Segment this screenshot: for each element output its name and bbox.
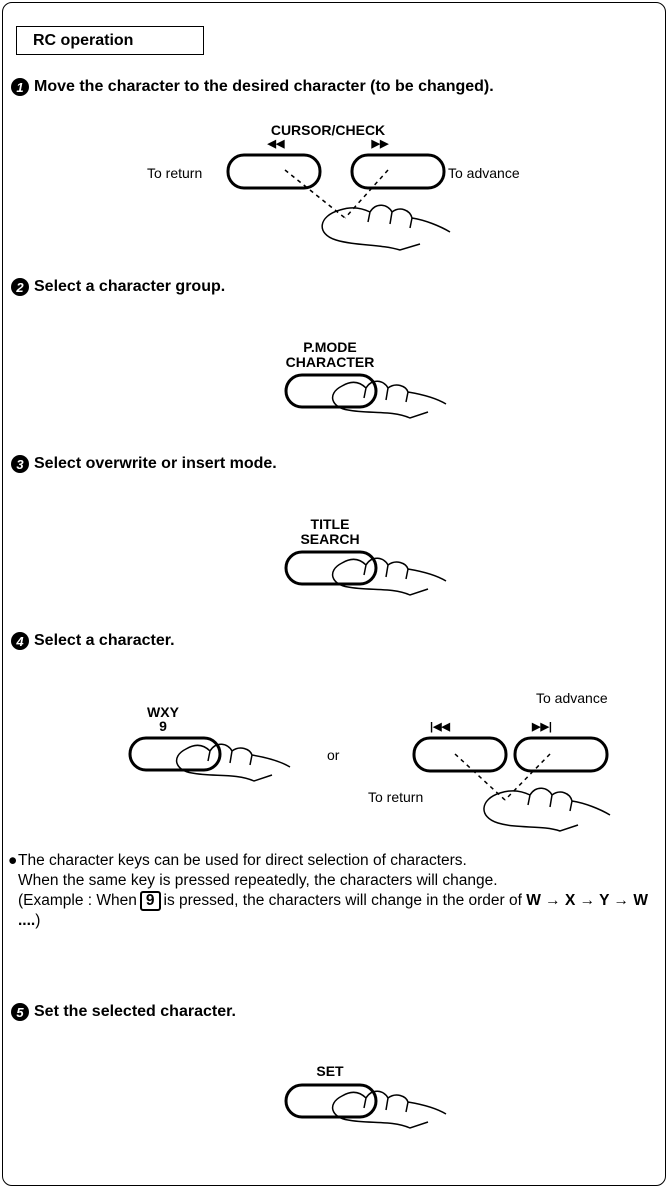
step-4: 4 Select a character. — [11, 632, 175, 650]
note-line-2: When the same key is pressed repeatedly,… — [18, 872, 498, 889]
hand-icon — [321, 204, 451, 251]
set-button[interactable] — [284, 1083, 378, 1119]
prev-symbol: |◀◀ — [430, 721, 450, 733]
to-return-label: To return — [368, 789, 424, 805]
key-9-icon: 9 — [139, 891, 161, 911]
character-label: CHARACTER — [285, 354, 375, 370]
pmode-label: P.MODE — [303, 339, 357, 355]
title-label: TITLE — [310, 516, 350, 532]
rewind-button[interactable] — [226, 153, 322, 190]
forward-symbol: ▶▶ — [371, 138, 389, 150]
hand-icon — [331, 557, 447, 596]
or-label: or — [327, 747, 340, 763]
step-1-text: Move the character to the desired charac… — [34, 78, 494, 95]
step-5: 5 Set the selected character. — [11, 1003, 236, 1021]
set-label: SET — [316, 1063, 344, 1079]
step-5-text: Set the selected character. — [34, 1003, 236, 1020]
step-number-5: 5 — [11, 1003, 29, 1021]
step-number-2: 2 — [11, 278, 29, 296]
step-number-1: 1 — [11, 78, 29, 96]
to-advance-label: To advance — [536, 690, 608, 706]
prev-button[interactable] — [412, 736, 508, 773]
step-3-text: Select overwrite or insert mode. — [34, 455, 277, 472]
to-return-label: To return — [147, 165, 203, 181]
hand-icon — [483, 787, 611, 832]
example-sequence: W → X → Y → W .... — [18, 892, 648, 929]
cursor-check-label: CURSOR/CHECK — [270, 122, 386, 138]
to-advance-label: To advance — [448, 165, 520, 181]
bullet: ● — [8, 852, 18, 869]
step-2-text: Select a character group. — [34, 278, 226, 295]
note-line-1: The character keys can be used for direc… — [18, 852, 467, 869]
step-number-3: 3 — [11, 455, 29, 473]
rewind-symbol: ◀◀ — [267, 138, 285, 150]
step-1: 1 Move the character to the desired char… — [11, 78, 494, 96]
next-button[interactable] — [513, 736, 609, 773]
next-symbol: ▶▶| — [532, 721, 552, 733]
search-label: SEARCH — [300, 531, 360, 547]
note-block: ● The character keys can be used for dir… — [8, 851, 658, 931]
step-number-4: 4 — [11, 632, 29, 650]
step-4-text: Select a character. — [34, 632, 175, 649]
step-3: 3 Select overwrite or insert mode. — [11, 455, 277, 473]
section-title: RC operation — [16, 26, 204, 55]
hand-icon — [331, 380, 447, 419]
nine-label: 9 — [159, 718, 167, 734]
wxy-label: WXY — [147, 704, 179, 720]
hand-icon — [331, 1090, 447, 1129]
hand-icon — [175, 743, 291, 782]
step-2: 2 Select a character group. — [11, 278, 225, 296]
forward-button[interactable] — [350, 153, 446, 190]
